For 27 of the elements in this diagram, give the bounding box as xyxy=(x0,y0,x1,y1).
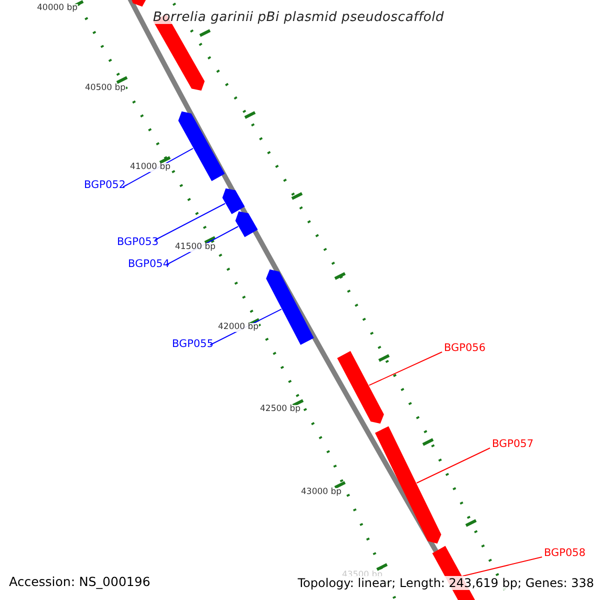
gene-feature xyxy=(266,269,314,345)
tick-label: 42500 bp xyxy=(260,405,301,414)
gene-label: BGP056 xyxy=(444,343,486,354)
title: Borrelia garinii pBi plasmid pseudoscaffold xyxy=(153,11,444,24)
leader-line xyxy=(368,352,442,386)
tick-label: 43000 bp xyxy=(301,488,342,496)
gene-feature xyxy=(235,211,258,238)
gene-label: BGP058 xyxy=(544,548,586,558)
gene-feature xyxy=(337,351,384,424)
tick-label: 41500 bp xyxy=(175,243,216,252)
gene-feature xyxy=(375,426,442,544)
leader-line xyxy=(416,448,490,484)
gene-label: BGP054 xyxy=(128,259,170,270)
summary-note: Topology: linear; Length: 243,619 bp; Genes: 338 xyxy=(296,576,596,590)
gene-feature xyxy=(178,111,225,182)
gene-feature xyxy=(222,188,245,214)
gene-label: BGP052 xyxy=(84,180,126,190)
accession-note: Accession: NS_000196 xyxy=(9,576,150,588)
leader-line xyxy=(154,203,226,240)
gene-label: BGP053 xyxy=(117,237,159,248)
gene-label: BGP055 xyxy=(172,339,214,350)
tick-label: 41000 bp xyxy=(130,163,171,172)
tick-label: 40000 bp xyxy=(37,4,78,12)
gene-label: BGP057 xyxy=(492,439,534,450)
tick-label: 42000 bp xyxy=(218,323,259,332)
leader-line xyxy=(462,556,542,577)
tick-label: 40500 bp xyxy=(85,84,126,92)
